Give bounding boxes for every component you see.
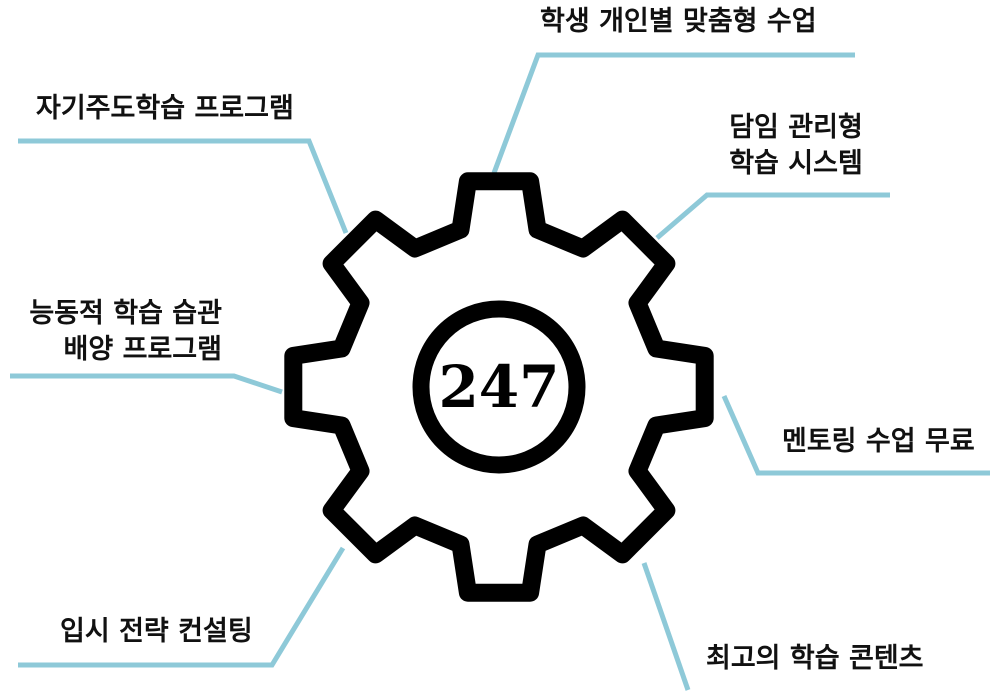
label-mid-left: 능동적 학습 습관 배양 프로그램 [14, 296, 222, 368]
connector-top-right [655, 192, 890, 240]
label-top-right-line-2: 학습 시스템 [729, 148, 863, 179]
label-mid-left-line-2: 배양 프로그램 [63, 334, 222, 365]
label-mid-right-line-1: 멘토링 수업 무료 [782, 426, 975, 457]
hub-circle [412, 300, 586, 474]
label-top-right: 담임 관리형 학습 시스템 [716, 110, 876, 182]
label-bot-left-line-1: 입시 전략 컨설팅 [60, 616, 253, 647]
label-top-line-1: 학생 개인별 맞춤형 수업 [540, 6, 817, 37]
label-top: 학생 개인별 맞춤형 수업 [540, 4, 817, 40]
label-top-left: 자기주도학습 프로그램 [36, 91, 294, 127]
label-bot-right-line-1: 최고의 학습 콘텐츠 [706, 643, 924, 674]
connector-bot-left [18, 546, 346, 668]
hub-number: 247 [438, 353, 559, 421]
label-bot-left: 입시 전략 컨설팅 [60, 614, 253, 650]
connector-bot-right [641, 562, 691, 691]
connector-mid-left [10, 373, 283, 395]
label-top-right-line-1: 담임 관리형 [729, 112, 863, 143]
label-mid-right: 멘토링 수업 무료 [782, 424, 975, 460]
connector-top [491, 52, 855, 174]
gear-icon [284, 172, 714, 602]
label-top-left-line-1: 자기주도학습 프로그램 [36, 93, 294, 124]
connector-mid-right [721, 394, 990, 476]
connector-lines [10, 52, 990, 691]
label-bot-right: 최고의 학습 콘텐츠 [706, 641, 924, 677]
connector-top-left [18, 138, 349, 234]
label-mid-left-line-1: 능동적 학습 습관 [29, 298, 222, 329]
